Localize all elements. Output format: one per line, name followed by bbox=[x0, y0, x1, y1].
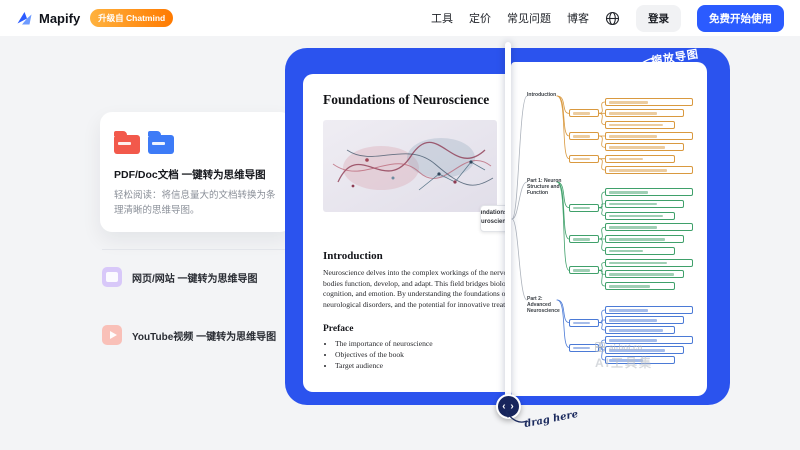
topbar: Mapify 升级自 Chatmind 工具 定价 常见问题 博客 登录 免费开始使用 bbox=[0, 0, 800, 36]
mindmap-node bbox=[569, 203, 599, 212]
mindmap-node bbox=[605, 132, 693, 140]
document-title: Foundations of Neuroscience bbox=[323, 92, 490, 107]
doc-folder-icon bbox=[148, 131, 174, 154]
mindmap-node bbox=[605, 166, 693, 174]
folder-icons bbox=[114, 130, 278, 154]
mindmap-node bbox=[605, 326, 675, 334]
document-preview: Foundations of Neuroscience Introduction… bbox=[303, 74, 511, 392]
sidebar-items: 网页/网站 一键转为思维导图 YouTube视频 一键转为思维导图 bbox=[100, 267, 292, 346]
nav-link[interactable]: 工具 bbox=[431, 13, 453, 25]
mindmap-node bbox=[605, 346, 684, 354]
mindmap-node bbox=[569, 235, 599, 243]
compare-slider-bar[interactable] bbox=[505, 42, 511, 402]
mindmap-node bbox=[569, 343, 599, 352]
doc-preface-heading: Preface bbox=[323, 324, 354, 334]
mindmap-node bbox=[605, 211, 675, 220]
watermark-grid-icon bbox=[595, 342, 605, 352]
feature-desc: 轻松阅读：将信息量大的文档转换为条理清晰的思维导图。 bbox=[114, 190, 276, 216]
feature-card-pdf[interactable]: PDF/Doc文档 一键转为思维导图 轻松阅读：将信息量大的文档转换为条理清晰的… bbox=[100, 112, 292, 233]
mindmap-node bbox=[605, 282, 675, 290]
doc-body: Neuroscience delves into the complex wor… bbox=[323, 268, 511, 309]
drag-hint-arrow-icon bbox=[505, 409, 528, 423]
doc-intro-heading: Introduction bbox=[323, 250, 383, 262]
mapify-logo[interactable]: Mapify bbox=[16, 10, 80, 27]
document-image bbox=[323, 120, 497, 212]
sidebar-item[interactable]: YouTube视频 一键转为思维导图 bbox=[102, 325, 290, 346]
mindmap-node bbox=[605, 306, 693, 314]
login-button[interactable]: 登录 bbox=[636, 4, 681, 32]
mindmap-node bbox=[605, 143, 684, 152]
mindmap-node bbox=[569, 266, 599, 275]
zoom-hint-arrow-icon bbox=[622, 57, 654, 82]
mindmap-section-label: Part 1: Neuron Structure and Function bbox=[527, 178, 562, 196]
mindmap-node bbox=[605, 98, 693, 106]
mindmap-node bbox=[569, 318, 599, 327]
mindmap-node bbox=[605, 246, 675, 255]
mindmap-node bbox=[605, 356, 675, 364]
mindmap-node bbox=[605, 235, 684, 243]
mindmap-node bbox=[605, 120, 675, 129]
get-started-button[interactable]: 免费开始使用 bbox=[697, 4, 784, 32]
sidebar-item-label: YouTube视频 一键转为思维导图 bbox=[132, 331, 277, 343]
pdf-folder-icon bbox=[114, 131, 140, 154]
feature-sidebar: PDF/Doc文档 一键转为思维导图 轻松阅读：将信息量大的文档转换为条理清晰的… bbox=[100, 112, 292, 383]
mindmap-node bbox=[605, 199, 684, 208]
mindmap-node bbox=[605, 154, 675, 163]
logo-text: Mapify bbox=[39, 10, 81, 26]
mindmap-node bbox=[569, 132, 599, 140]
sidebar-divider bbox=[102, 249, 290, 251]
mindmap-node bbox=[605, 109, 684, 118]
mindmap-node bbox=[605, 316, 684, 324]
mindmap-node bbox=[605, 223, 693, 232]
sidebar-item-label: 网页/网站 一键转为思维导图 bbox=[132, 273, 258, 285]
topbar-right: 工具 定价 常见问题 博客 登录 免费开始使用 bbox=[431, 4, 784, 32]
upgrade-badge: 升级自 Chatmind bbox=[90, 9, 174, 27]
mindmap-node bbox=[569, 154, 599, 163]
feature-title: PDF/Doc文档 一键转为思维导图 bbox=[114, 169, 266, 181]
mindmap-section-label: Introduction bbox=[527, 92, 557, 98]
nav-link[interactable]: 定价 bbox=[469, 13, 491, 25]
sidebar-item[interactable]: 网页/网站 一键转为思维导图 bbox=[102, 267, 290, 288]
nav-links: 工具 定价 常见问题 博客 bbox=[431, 10, 589, 26]
nav-link[interactable]: 常见问题 bbox=[507, 13, 551, 25]
mapify-logo-icon bbox=[16, 10, 33, 27]
mindmap-node bbox=[569, 109, 599, 118]
webpage-icon bbox=[102, 267, 122, 288]
language-globe-icon[interactable] bbox=[605, 11, 620, 26]
youtube-icon bbox=[102, 325, 122, 346]
nav-link[interactable]: 博客 bbox=[567, 13, 589, 25]
mindmap-node bbox=[605, 270, 684, 279]
mindmap-node bbox=[605, 188, 693, 196]
mindmap-node bbox=[605, 336, 693, 344]
mindmap-section-label: Part 2: Advanced Neuroscience bbox=[527, 296, 560, 314]
drag-here-hint: drag here bbox=[523, 408, 580, 431]
doc-bullets: The importance of neuroscienceObjectives… bbox=[325, 338, 511, 371]
mindmap-node bbox=[605, 258, 693, 267]
